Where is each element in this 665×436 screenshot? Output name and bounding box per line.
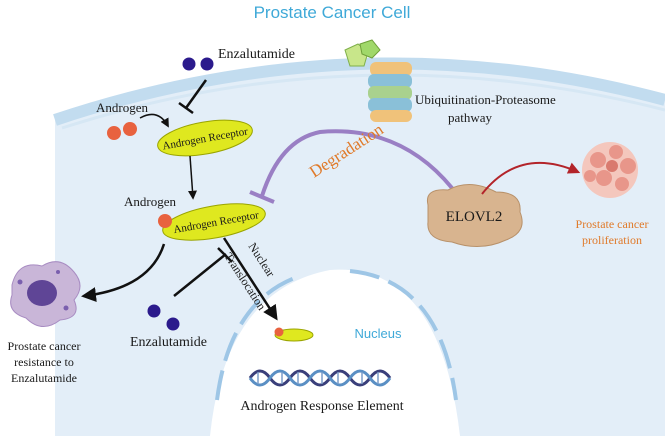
enzalutamide-molecule [182,57,196,71]
binding-arrow [139,113,169,128]
resistance-arrow [81,243,166,302]
proliferation: Prostate cancer proliferation [576,142,649,247]
receptor-in-nucleus [274,327,314,342]
inhibition-bar-top [178,101,194,115]
enzalutamide-molecule [147,304,161,318]
cell-membrane-inner [61,73,665,130]
tumor-cells-icon [582,142,638,198]
cell-body [55,63,665,436]
receptor-arrow-down [187,155,197,200]
androgen-top: Androgen [96,100,169,140]
degradation-arrow [260,129,454,197]
enzalutamide-bottom: Enzalutamide [130,247,233,350]
elovl2-label: ELOVL2 [446,209,503,225]
receptor-shape [274,328,314,342]
androgen-molecule [274,327,284,337]
proteasome-label-line1: Ubiquitination-Proteasome [415,92,556,107]
enzalutamide-molecule [200,57,214,71]
androgen-receptor-top: Androgen Receptor [157,119,253,200]
proliferation-label-line1: Prostate cancer [576,217,649,231]
dna-strand [248,369,392,387]
dna-helix: Androgen Response Element [240,369,404,414]
androgen-molecule [158,214,172,228]
cell-title: Prostate Cancer Cell [254,3,411,22]
androgen-top-label: Androgen [96,100,148,115]
nucleus-envelope-right [349,269,458,401]
androgen-molecule [107,126,121,140]
enzalutamide-top-label: Enzalutamide [218,47,295,62]
degradation-bar [249,190,275,204]
inhibition-line-bottom [173,253,227,297]
receptor-shape [157,119,253,157]
elovl2: ELOVL2 [426,161,581,247]
proteasome-label-line2: pathway [448,110,493,125]
proliferation-label-line2: proliferation [582,233,642,247]
resistance-label-line3: Enzalutamide [11,371,77,385]
nucleus-label: Nucleus [355,326,402,341]
proteasome: Ubiquitination-Proteasome pathway [344,39,556,125]
translocation-arrow [222,237,278,321]
androgen-molecule [123,122,137,136]
androgen-mid-label: Androgen [124,194,176,209]
proliferation-arrow [481,161,581,195]
resistant-cell-nucleus [27,280,57,306]
enzalutamide-top: Enzalutamide [178,47,295,115]
nucleus-envelope-left [215,274,301,401]
resistance-label-line1: Prostate cancer [8,339,81,353]
resistance-label-line2: resistance to [14,355,74,369]
inhibition-bar-bottom [217,247,233,263]
proteasome-icon [344,39,412,122]
enzalutamide-molecule [166,317,180,331]
enzalutamide-bottom-label: Enzalutamide [130,335,207,350]
receptor-shape [162,203,266,241]
inhibition-line-top [184,79,208,109]
are-label: Androgen Response Element [240,399,403,414]
elovl2-shape [426,184,523,247]
resistant-cell: Prostate cancer resistance to Enzalutami… [8,261,81,385]
dna-strand [248,369,392,387]
